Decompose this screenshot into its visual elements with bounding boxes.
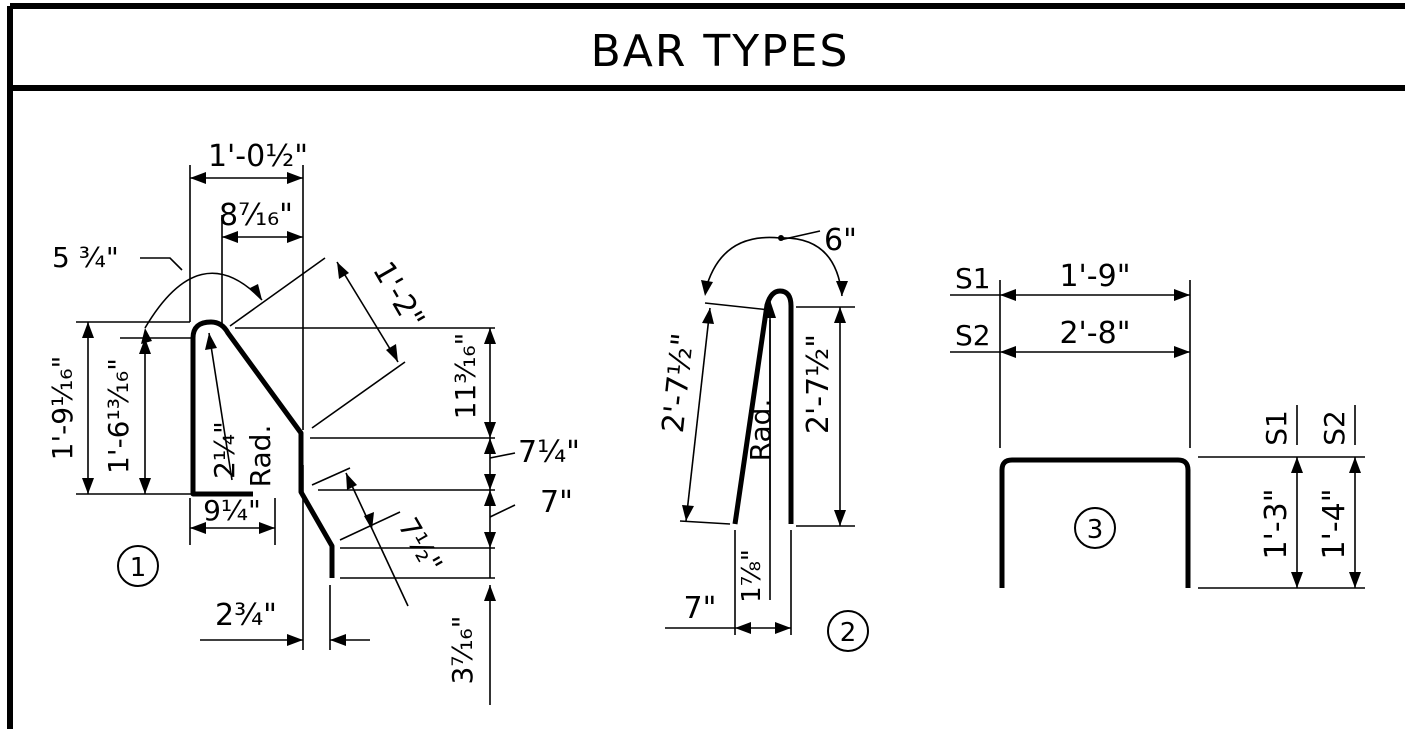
bar-2-right-leg: 2'-7½" (801, 334, 836, 434)
bar-1-arrowheads (82, 172, 496, 646)
bar-1-bend-angle: 5 ¾" (52, 241, 119, 274)
bar-2-outline (732, 288, 794, 525)
bar-1-overall-width: 1'-0½" (208, 139, 308, 174)
bar-3-s1-height-value: 1'-3" (1259, 488, 1294, 559)
bar-1-seg-upper: 11³⁄₁₆" (449, 333, 482, 420)
bar-type-3: S1 1'-9" S2 2'-8" S1 S2 1'-3" 1'-4" 3 (950, 259, 1365, 589)
bar-3-s2-height-label: S2 (1318, 410, 1351, 446)
bar-1-inner-width: 8⁷⁄₁₆" (219, 198, 293, 233)
bar-3-extension-lines (950, 280, 1365, 589)
bar-type-1: 1'-0½" 8⁷⁄₁₆" 5 ¾" 1'-2" 1'-9¹⁄₁₆" 1'-6¹… (46, 139, 580, 705)
bar-3-callout-circle (1074, 507, 1116, 549)
bar-1-callout-circle (117, 545, 159, 587)
bar-1-leg-inner: 1'-6¹³⁄₁₆" (102, 358, 135, 474)
drawing-frame (7, 3, 1405, 729)
sheet-title: BAR TYPES (591, 26, 850, 77)
bar-1-dimension-lines (87, 177, 516, 705)
bar-3-callout-label: 3 (1087, 515, 1104, 545)
bar-1-seg-mid: 7¼" (518, 435, 580, 470)
bar-2-spacing: 7" (684, 591, 717, 626)
bar-3-s2-width-value: 2'-8" (1059, 316, 1130, 351)
bar-3-arrowheads (1000, 289, 1361, 588)
bar-2-left-leg: 2'-7½" (656, 331, 701, 434)
bar-1-tail-diag: 7½" (391, 512, 449, 579)
bar-type-2: 6" 2'-7½" 2'-7½" 1⅞" Rad. 7" 2 (656, 223, 869, 652)
bar-3-s1-height-label: S1 (1260, 410, 1293, 446)
bar-2-callout-circle (827, 610, 869, 652)
bar-1-outline (190, 319, 335, 578)
bar-3-s2-height-value: 1'-4" (1317, 488, 1352, 559)
bar-3-dimension-lines (1000, 294, 1356, 588)
bar-1-seg-low: 7" (540, 485, 573, 520)
bar-3-s2-width-label: S2 (955, 319, 991, 352)
bar-2-arrowheads (682, 235, 848, 634)
bar-2-bend-dia: 6" (824, 223, 857, 258)
bar-3-s1-width-label: S1 (955, 262, 991, 295)
bar-2-callout-label: 2 (840, 618, 857, 648)
bar-1-radius-note: Rad. (244, 425, 277, 488)
bar-1-leg-outer: 1'-9¹⁄₁₆" (46, 356, 79, 461)
bar-1-foot: 9¼" (203, 494, 261, 527)
bar-2-radius: 1⅞" (737, 549, 767, 603)
bar-1-callout-label: 1 (130, 553, 147, 583)
bar-1-tail: 3⁷⁄₁₆" (446, 615, 479, 684)
bar-1-offset: 2¾" (215, 598, 277, 633)
bar-1-extension-lines (76, 165, 495, 650)
bar-3-s1-width-value: 1'-9" (1059, 259, 1130, 294)
bar-1-radius: 2¼" (208, 421, 241, 479)
bar-1-diag-length: 1'-2" (365, 256, 431, 335)
bar-2-radius-note: Rad. (744, 399, 777, 462)
bar-3-outline (999, 457, 1191, 588)
